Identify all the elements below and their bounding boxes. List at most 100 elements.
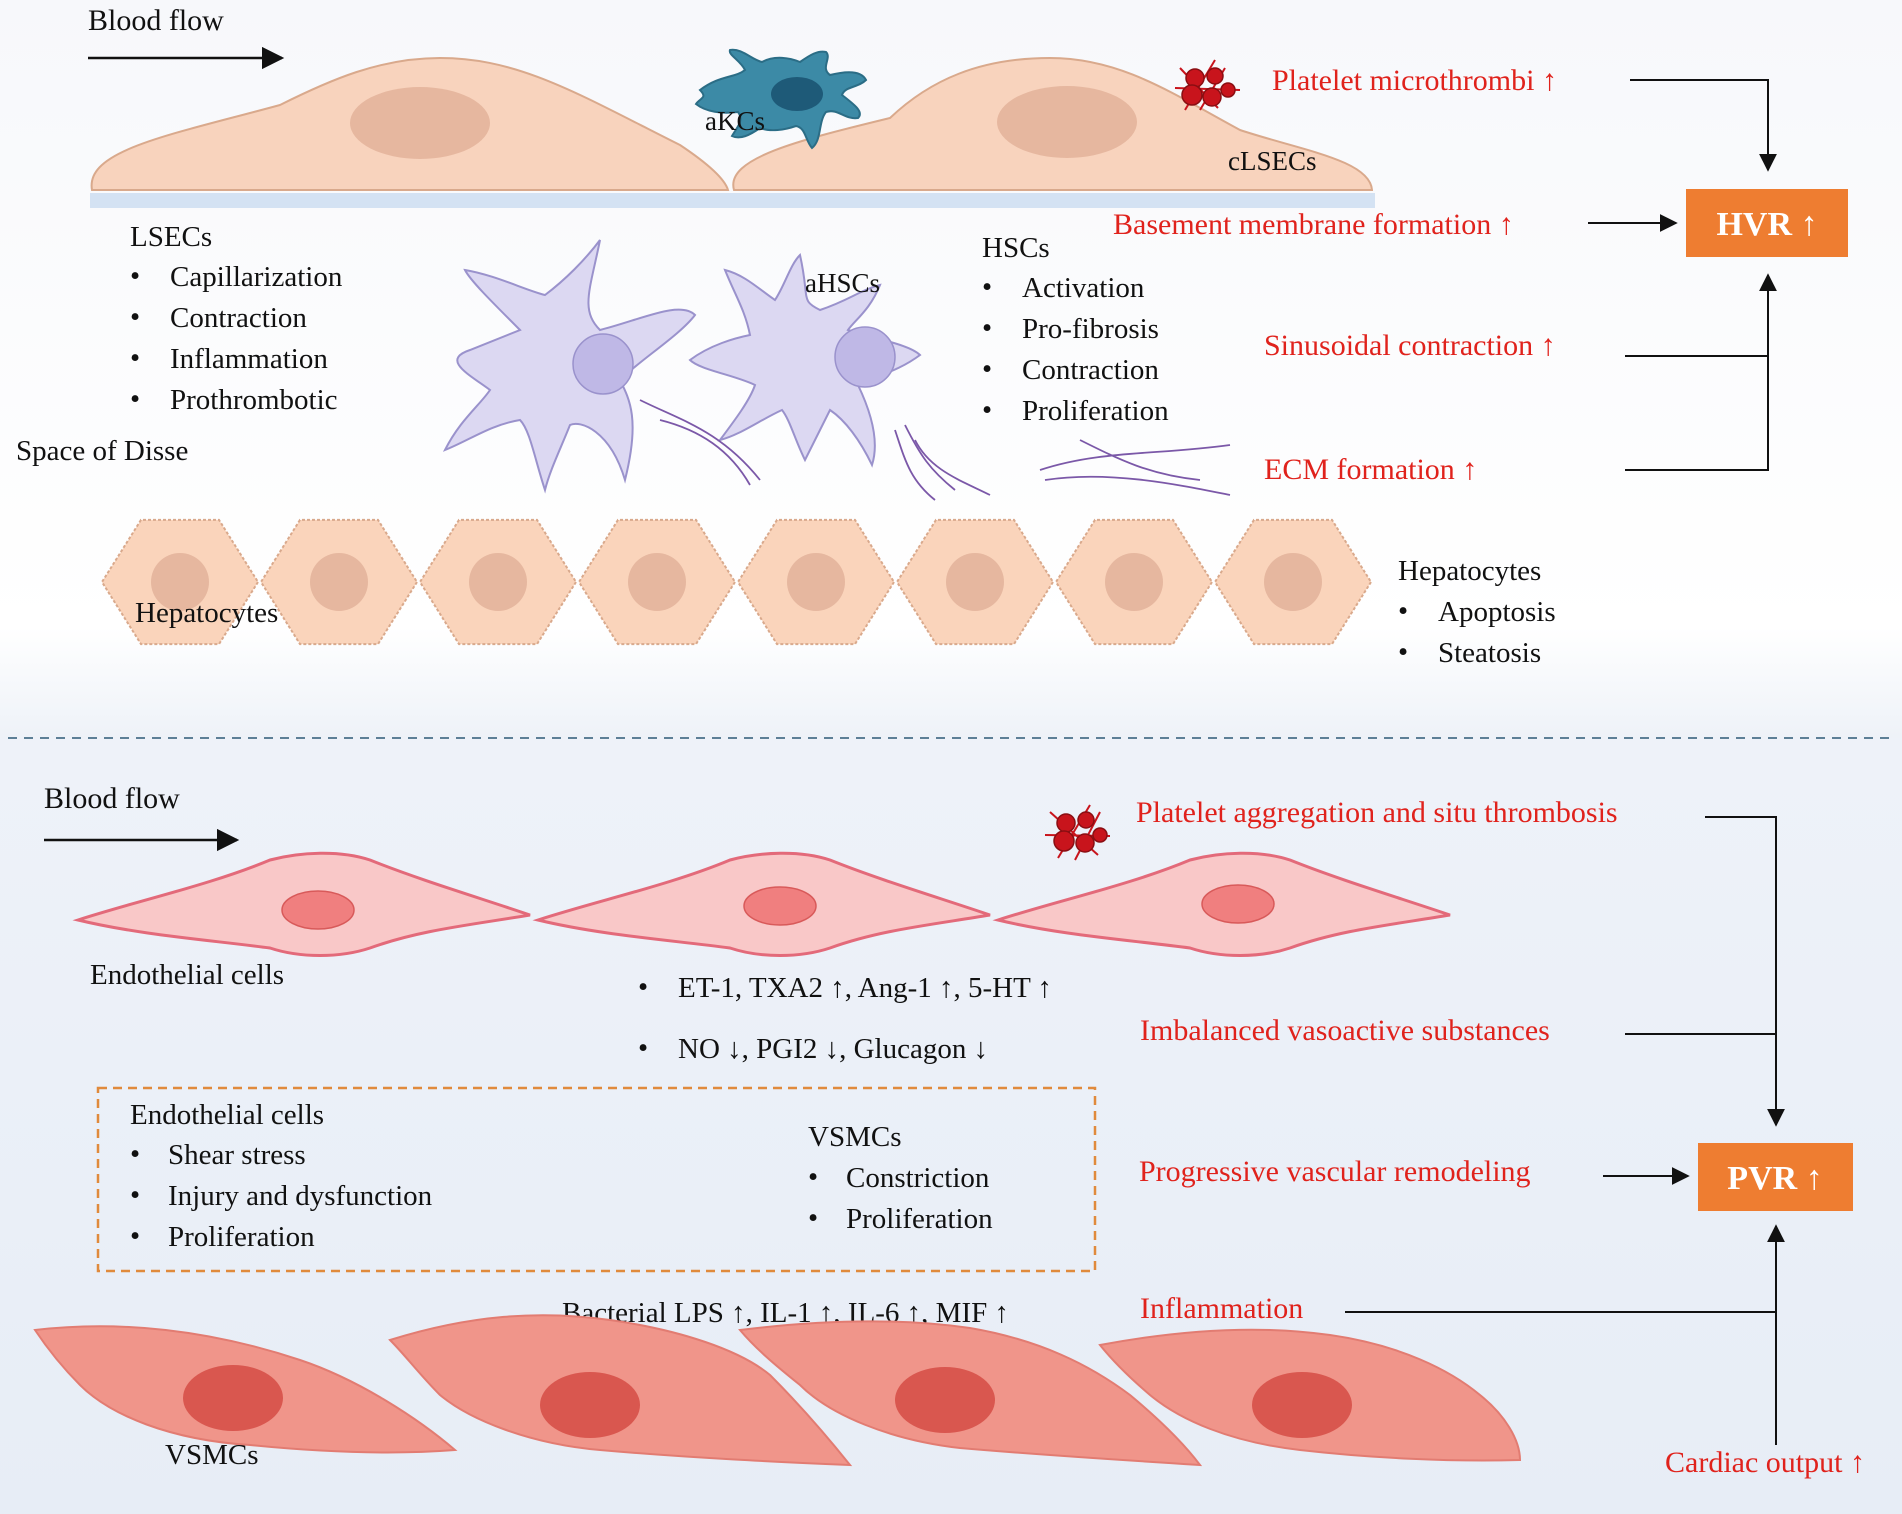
lsecs-item: Contraction (170, 302, 307, 334)
akc-nucleus (771, 77, 823, 111)
platelet-icon-bottom (1044, 804, 1111, 861)
hvr-box (1686, 189, 1848, 257)
bullet: • (1398, 595, 1408, 627)
bullet: • (130, 1138, 140, 1170)
bullet: • (982, 394, 992, 426)
hsc-cell-left (442, 239, 697, 494)
lsecs-list: • Capillarization • Contraction • Inflam… (130, 260, 343, 416)
hepatocyte-cell (418, 518, 578, 646)
box-endothelial-title: Endothelial cells (130, 1099, 324, 1131)
hepatocytes-list: • Apoptosis • Steatosis (1398, 595, 1556, 669)
bullet: • (130, 301, 140, 333)
vsmc-nucleus (540, 1372, 640, 1438)
hepatocyte-cell (1054, 518, 1214, 646)
hscs-item: Contraction (1022, 354, 1159, 386)
akc-cell (694, 48, 868, 150)
hscs-item: Pro-fibrosis (1022, 313, 1159, 345)
hepatocyte-cell (259, 518, 419, 646)
hsc-nucleus (834, 326, 896, 388)
hepatocyte-nucleus (151, 553, 209, 611)
box-endothelial-item: Shear stress (168, 1139, 306, 1171)
vasoactive-list: • ET-1, TXA2 ↑, Ang-1 ↑, 5-HT ↑ • NO ↓, … (638, 971, 1052, 1065)
hepatocyte-nucleus (787, 553, 845, 611)
pvr-connectors (1345, 816, 1785, 1445)
hscs-list: • Activation • Pro-fibrosis • Contractio… (982, 271, 1169, 427)
hepatocytes-label: Hepatocytes (135, 597, 278, 629)
vsmcs-label: VSMCs (165, 1439, 259, 1471)
vsmc-cell (33, 1325, 458, 1454)
endothelial-cells-label: Endothelial cells (90, 959, 284, 991)
hepatocyte-row (100, 518, 1373, 646)
hscs-item: Activation (1022, 272, 1145, 304)
hvr-connectors (1588, 79, 1777, 471)
factor-inflammation: Inflammation (1140, 1292, 1303, 1325)
pvr-label: PVR ↑ (1727, 1160, 1822, 1197)
ecm-fibers (639, 399, 1231, 501)
hepatocyte-nucleus (628, 553, 686, 611)
hepatocyte-nucleus (469, 553, 527, 611)
factor-sinusoidal-contraction: Sinusoidal contraction ↑ (1264, 329, 1556, 362)
factor-platelet-aggregation: Platelet aggregation and situ thrombosis (1136, 796, 1618, 829)
bullet: • (982, 271, 992, 303)
bullet: • (638, 971, 648, 1003)
bullet: • (982, 312, 992, 344)
factor-basement-membrane: Basement membrane formation ↑ (1113, 208, 1514, 241)
hscs-title: HSCs (982, 232, 1050, 264)
hepatocyte-cell (577, 518, 737, 646)
bullet: • (808, 1161, 818, 1193)
endothelial-cell (72, 851, 531, 957)
factor-imbalanced-vasoactive: Imbalanced vasoactive substances (1140, 1014, 1550, 1047)
vsmc-nucleus (183, 1365, 283, 1431)
hepatocyte-nucleus (310, 553, 368, 611)
box-endothelial-list: • Shear stress • Injury and dysfunction … (130, 1138, 433, 1253)
box-vsmc-item: Proliferation (846, 1203, 993, 1235)
endothelial-nucleus (281, 890, 355, 930)
lsec-nucleus (350, 87, 490, 159)
hscs-item: Proliferation (1022, 395, 1169, 427)
cell-roles-box (96, 1086, 1097, 1273)
box-endothelial-item: Injury and dysfunction (168, 1180, 433, 1212)
box-vsmc-title: VSMCs (808, 1121, 902, 1153)
hvr-label: HVR ↑ (1716, 206, 1817, 243)
bullet: • (130, 383, 140, 415)
bullet: • (130, 342, 140, 374)
bullet: • (130, 1179, 140, 1211)
endothelial-cell (532, 851, 991, 957)
bullet: • (130, 260, 140, 292)
space-of-disse-label: Space of Disse (16, 435, 188, 467)
hsc-cell-right (688, 253, 922, 468)
vasoactive-item: NO ↓, PGI2 ↓, Glucagon ↓ (678, 1033, 988, 1065)
hepatocyte-nucleus (1105, 553, 1163, 611)
hepatocyte-cell (895, 518, 1055, 646)
pvr-box (1698, 1143, 1853, 1211)
box-vsmc-list: • Constriction • Proliferation (808, 1161, 993, 1235)
akcs-label: aKCs (705, 106, 765, 136)
hepatocyte-nucleus (1264, 553, 1322, 611)
box-endothelial-item: Proliferation (168, 1221, 315, 1253)
hepatocytes-item: Steatosis (1438, 637, 1541, 669)
bullet: • (982, 353, 992, 385)
ahscs-label: aHSCs (805, 268, 880, 298)
bullet: • (808, 1202, 818, 1234)
vsmc-nucleus (1252, 1372, 1352, 1438)
hepatocyte-cell (736, 518, 896, 646)
lsecs-item: Capillarization (170, 261, 343, 293)
bullet: • (638, 1032, 648, 1064)
bottom-blood-flow-label: Blood flow (44, 782, 180, 815)
vsmc-cell (388, 1314, 853, 1467)
hepatocytes-item: Apoptosis (1438, 596, 1556, 628)
factor-vascular-remodeling: Progressive vascular remodeling (1139, 1155, 1531, 1188)
clsecs-label: cLSECs (1228, 146, 1317, 176)
lsecs-item: Inflammation (170, 343, 328, 375)
factor-cardiac-output: Cardiac output ↑ (1665, 1446, 1865, 1479)
top-blood-flow-label: Blood flow (88, 4, 224, 37)
lsecs-item: Prothrombotic (170, 384, 338, 416)
lsecs-title: LSECs (130, 221, 212, 253)
hepatocyte-cell (1213, 518, 1373, 646)
endothelial-nucleus (743, 886, 817, 926)
lsec-cell-left (90, 56, 730, 191)
hepatocyte-nucleus (946, 553, 1004, 611)
factor-ecm-formation: ECM formation ↑ (1264, 453, 1477, 486)
